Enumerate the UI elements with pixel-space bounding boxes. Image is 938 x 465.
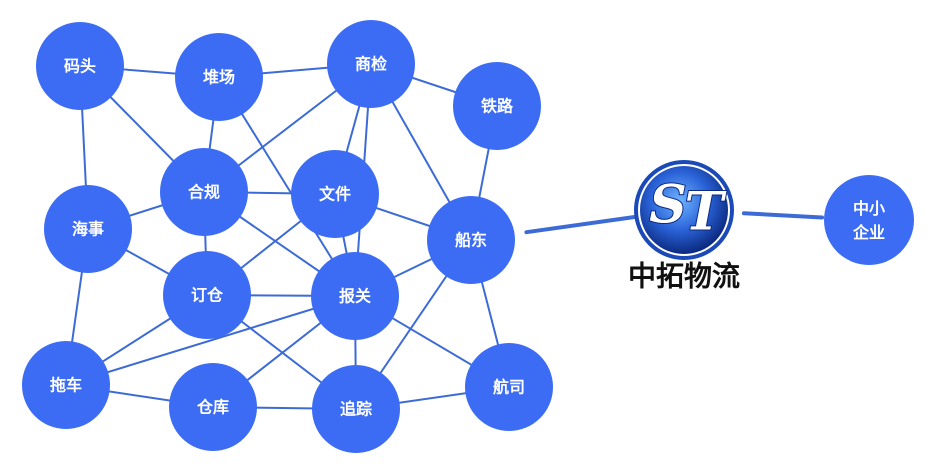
node-circle <box>175 33 263 121</box>
node-label: 拖车 <box>50 376 82 395</box>
node-hangsi: 航司 <box>465 343 553 431</box>
node-label: 海事 <box>72 220 104 239</box>
node-circle <box>824 175 914 265</box>
node-label: 堆场 <box>203 68 235 87</box>
node-circle <box>22 341 110 429</box>
node-tielu: 铁路 <box>453 62 541 150</box>
node-circle <box>36 22 124 110</box>
node-baoguan: 报关 <box>311 252 399 340</box>
logo-company-name: 中拓物流 <box>628 260 740 293</box>
logo-monogram-t: T <box>685 182 727 243</box>
node-label: 订仓 <box>191 286 224 305</box>
node-dingcang: 订仓 <box>163 251 251 339</box>
node-label: 报关 <box>339 287 371 306</box>
node-circle <box>427 196 515 284</box>
node-circle <box>44 185 132 273</box>
node-label: 文件 <box>319 185 351 204</box>
node-circle <box>291 150 379 238</box>
logo-monogram-s: S <box>649 175 687 236</box>
node-circle <box>163 251 251 339</box>
node-shangjian: 商检 <box>327 20 415 108</box>
node-matou: 码头 <box>36 22 124 110</box>
company-logo: S T 中拓物流 <box>628 160 740 293</box>
hub-edge-logo-zhongxiao <box>741 211 825 220</box>
node-duichang: 堆场 <box>175 33 263 121</box>
node-circle <box>465 343 553 431</box>
node-cangku: 仓库 <box>169 363 257 451</box>
node-circle <box>453 62 541 150</box>
logo-disc <box>640 166 728 254</box>
node-label-line: 企业 <box>852 223 885 242</box>
node-label: 仓库 <box>196 398 229 417</box>
node-label: 铁路 <box>481 97 514 116</box>
node-circle <box>311 252 399 340</box>
node-haishi: 海事 <box>44 185 132 273</box>
node-label: 中小企业 <box>852 199 885 242</box>
node-label: 合规 <box>188 183 220 202</box>
node-chuandong: 船东 <box>427 196 515 284</box>
node-tuoche: 拖车 <box>22 341 110 429</box>
node-hegui: 合规 <box>160 148 248 236</box>
node-label: 商检 <box>355 55 387 74</box>
node-label: 追踪 <box>340 400 372 419</box>
logo-ring <box>634 160 734 260</box>
node-circle <box>327 20 415 108</box>
node-zhuizong: 追踪 <box>312 365 400 453</box>
node-label-line: 中小 <box>853 199 885 218</box>
hub-edges-layer <box>524 211 825 235</box>
node-zhongxiao: 中小企业 <box>824 175 914 265</box>
hub-edge-chuandong-logo <box>524 214 637 235</box>
node-wenjian: 文件 <box>291 150 379 238</box>
edge-baoguan-tuoche <box>65 295 356 386</box>
node-label: 码头 <box>64 57 96 76</box>
node-circle <box>160 148 248 236</box>
node-label: 船东 <box>455 231 487 250</box>
node-circle <box>169 363 257 451</box>
node-circle <box>312 365 400 453</box>
node-label: 航司 <box>493 378 525 397</box>
